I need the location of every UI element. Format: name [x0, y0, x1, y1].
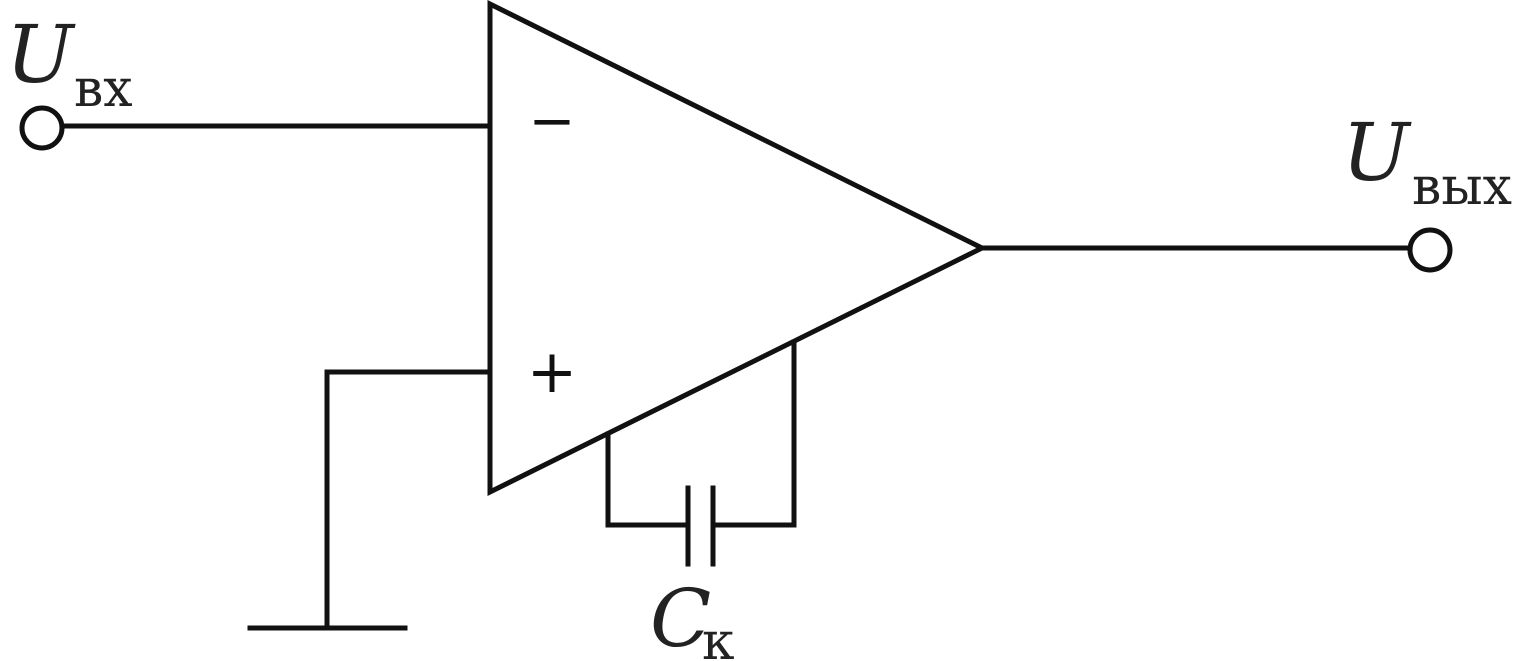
capacitor-left-lead: [605, 431, 691, 528]
output-label-main: U: [1342, 106, 1412, 199]
output-label-sub: вых: [1412, 157, 1512, 217]
non-inverting-pin-sign: +: [527, 337, 577, 407]
capacitor-label-sub: к: [702, 612, 735, 661]
ground-wire: [324, 369, 493, 631]
inverting-pin-sign: −: [529, 89, 576, 154]
op-amp-triangle: [487, 0, 988, 497]
input-label-main: U: [6, 8, 76, 101]
capacitor-label-main: C: [650, 572, 711, 661]
capacitor-right-lead: [710, 339, 797, 528]
input-terminal: [19, 105, 65, 151]
output-terminal: [1407, 227, 1453, 273]
input-label-sub: вх: [74, 59, 133, 119]
